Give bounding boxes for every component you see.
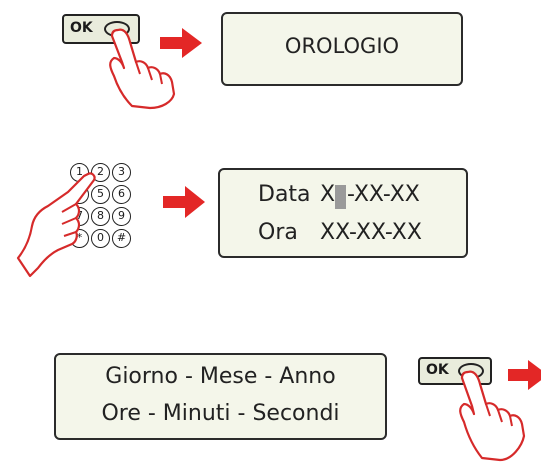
key-6[interactable]: 6 — [112, 185, 131, 204]
cursor-block — [335, 185, 346, 209]
key-9[interactable]: 9 — [112, 207, 131, 226]
key-3[interactable]: 3 — [112, 163, 131, 182]
time-value: XX-XX-XX — [320, 220, 422, 245]
lcd-screen-clock: OROLOGIO — [221, 12, 463, 86]
screen-title: OROLOGIO — [284, 34, 400, 58]
arrow-right-icon — [160, 28, 202, 58]
ok-button[interactable]: OK — [62, 14, 140, 44]
ok-button-label: OK — [426, 362, 449, 378]
key-5[interactable]: 5 — [91, 185, 110, 204]
ok-button-label: OK — [70, 20, 93, 36]
key-0[interactable]: 0 — [91, 229, 110, 248]
key-hash[interactable]: # — [112, 229, 131, 248]
pointing-hand-icon — [459, 370, 526, 462]
lcd-screen-format-hint: Giorno - Mese - Anno Ore - Minuti - Seco… — [54, 353, 387, 440]
key-8[interactable]: 8 — [91, 207, 110, 226]
format-line-time: Ore - Minuti - Secondi — [101, 401, 340, 426]
pointing-hand-icon — [16, 172, 96, 278]
date-value-start: X — [320, 182, 336, 207]
arrow-right-icon — [508, 360, 541, 390]
date-label: Data — [258, 182, 311, 207]
arrow-right-icon — [163, 186, 205, 218]
time-label: Ora — [258, 220, 298, 245]
lcd-screen-date-time: Data X -XX-XX Ora XX-XX-XX — [218, 168, 468, 258]
format-line-date: Giorno - Mese - Anno — [105, 364, 336, 389]
pointing-hand-icon — [109, 28, 176, 110]
date-value-end: -XX-XX — [347, 182, 420, 207]
